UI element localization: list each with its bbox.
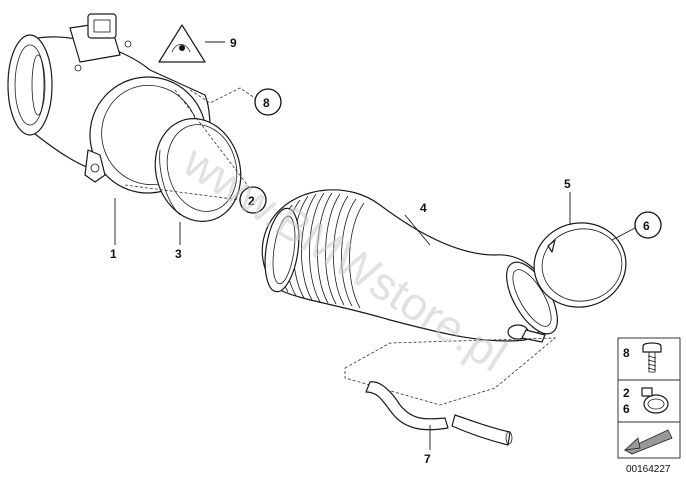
- callout-8-leader: [189, 87, 259, 104]
- legend-clamp-label-6: 6: [623, 402, 630, 416]
- hose-clamp-icon: [641, 387, 669, 414]
- callout-2-label: 2: [248, 194, 255, 208]
- callout-1-label: 1: [110, 247, 117, 261]
- callout-6-leader: [611, 227, 636, 241]
- warning-triangle-icon: [158, 24, 225, 63]
- callout-3-label: 3: [175, 247, 182, 261]
- vent-hose[interactable]: [344, 337, 557, 450]
- callout-2[interactable]: [239, 186, 267, 214]
- assembly-line: [174, 89, 256, 196]
- legend-clamp-label-2: 2: [623, 386, 630, 400]
- callout-6[interactable]: [634, 211, 662, 239]
- callout-7-label: 7: [424, 452, 431, 466]
- screw-icon: [642, 342, 662, 373]
- callout-4-label: 4: [420, 201, 427, 215]
- callout-9-label: 9: [230, 36, 237, 50]
- arrow-icon: [623, 429, 673, 455]
- callout-5-label: 5: [564, 177, 571, 191]
- callout-8-label: 8: [263, 96, 270, 110]
- assembly-line: [124, 184, 241, 201]
- legend-screw-label: 8: [623, 346, 630, 360]
- hose-clamp-ring[interactable]: [144, 109, 252, 245]
- callout-8[interactable]: [254, 88, 282, 116]
- reference-number: 00164227: [626, 464, 671, 475]
- clamp-ring[interactable]: [527, 192, 632, 314]
- callout-6-label: 6: [643, 219, 650, 233]
- intake-boot[interactable]: [260, 189, 567, 343]
